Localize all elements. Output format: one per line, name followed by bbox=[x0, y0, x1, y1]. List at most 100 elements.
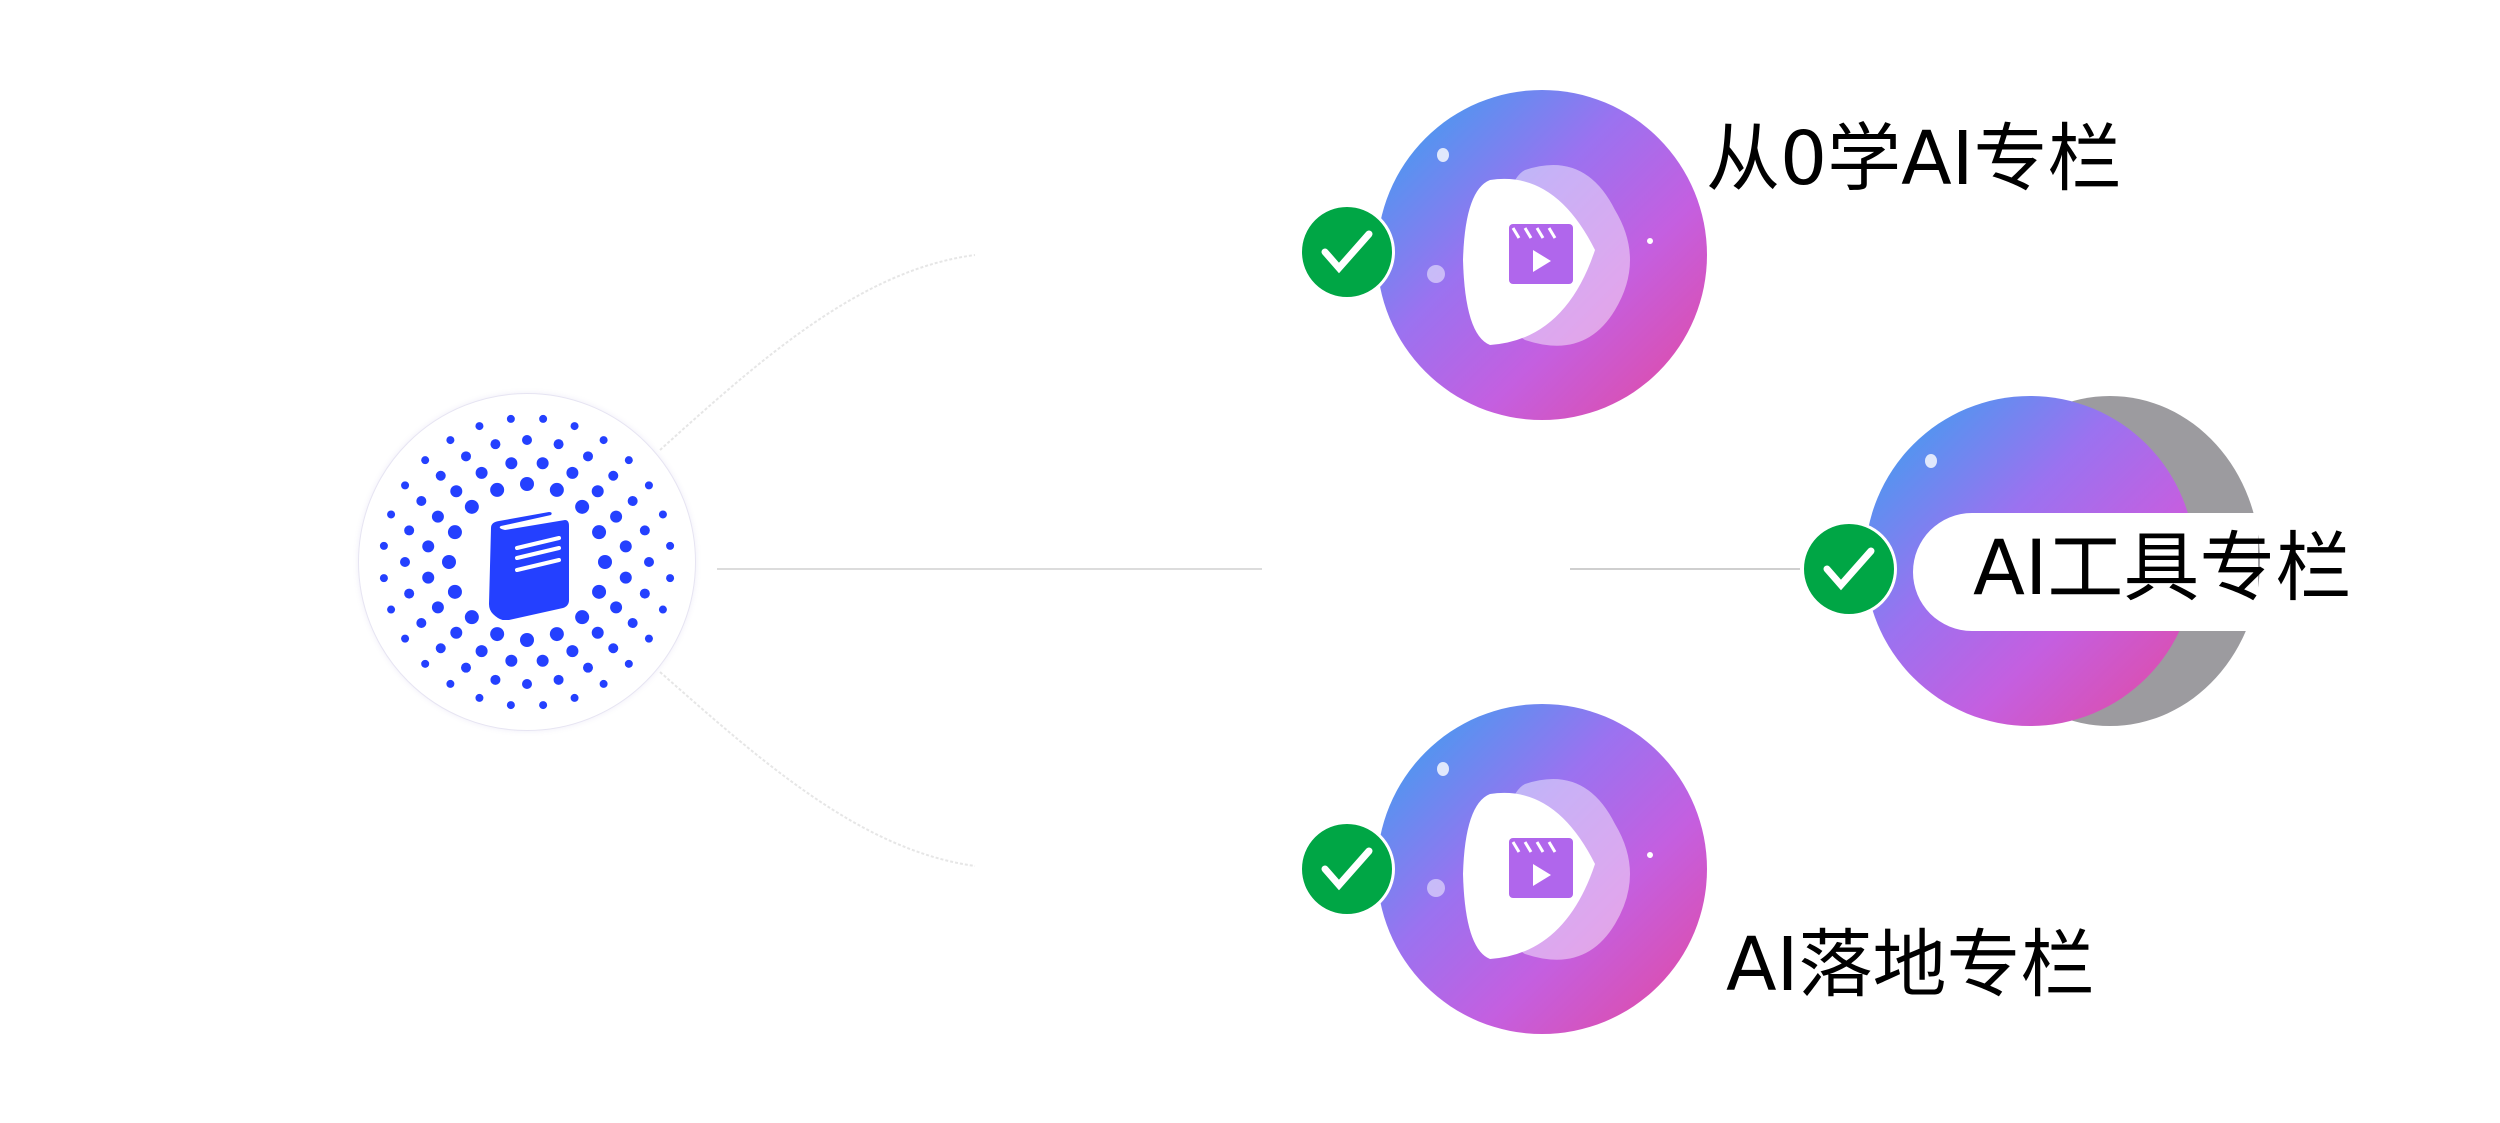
pattern-dot bbox=[608, 470, 619, 481]
connector-bottom bbox=[659, 671, 976, 867]
pattern-dot bbox=[461, 451, 471, 462]
pattern-dot bbox=[421, 659, 430, 668]
pattern-dot bbox=[658, 605, 667, 614]
pattern-dot bbox=[522, 435, 532, 445]
pattern-dot bbox=[592, 584, 607, 599]
pattern-dot bbox=[598, 555, 612, 569]
book-icon bbox=[489, 512, 569, 620]
video-clapper-icon bbox=[1509, 224, 1573, 284]
check-badge-3 bbox=[1299, 821, 1395, 917]
pattern-dot bbox=[475, 645, 488, 658]
pattern-dot bbox=[379, 541, 388, 550]
pattern-dot bbox=[422, 540, 435, 553]
pattern-dot bbox=[644, 634, 653, 643]
pattern-dot bbox=[619, 540, 632, 553]
connector-top bbox=[659, 254, 976, 451]
pattern-dot bbox=[666, 541, 675, 550]
node-label-3: AI落地专栏 bbox=[1726, 922, 2095, 1008]
checkmark-icon bbox=[1823, 547, 1875, 591]
pattern-dot bbox=[404, 588, 415, 599]
pattern-dot bbox=[549, 627, 564, 642]
pattern-dot bbox=[387, 510, 396, 519]
node-circle-1[interactable] bbox=[1377, 90, 1707, 420]
pattern-dot bbox=[416, 618, 427, 628]
pattern-dot bbox=[624, 659, 633, 668]
video-clapper-icon bbox=[1509, 838, 1573, 898]
pattern-dot bbox=[608, 643, 619, 654]
pattern-dot bbox=[401, 481, 410, 490]
pattern-dot bbox=[450, 485, 463, 498]
pattern-dot bbox=[570, 422, 579, 431]
pattern-dot bbox=[475, 466, 488, 479]
pattern-dot bbox=[450, 626, 463, 639]
pattern-dot bbox=[599, 436, 608, 445]
pattern-dot bbox=[490, 439, 501, 450]
pattern-dot bbox=[549, 482, 564, 497]
pattern-dot bbox=[599, 679, 608, 688]
pattern-dot bbox=[421, 456, 430, 465]
node-label-box-2 bbox=[1913, 513, 2258, 631]
pattern-dot bbox=[658, 510, 667, 519]
pattern-dot bbox=[446, 679, 455, 688]
pattern-dot bbox=[666, 574, 675, 583]
checkmark-icon bbox=[1321, 847, 1373, 891]
node-circle-3[interactable] bbox=[1377, 704, 1707, 1034]
pattern-dot bbox=[570, 693, 579, 702]
pattern-dot bbox=[536, 654, 549, 667]
pattern-dot bbox=[464, 499, 479, 514]
pattern-dot bbox=[435, 643, 446, 654]
node-label-2: AI工具专栏 bbox=[1973, 523, 2352, 612]
pattern-dot bbox=[624, 456, 633, 465]
pattern-dot bbox=[539, 701, 548, 710]
pattern-dot bbox=[575, 610, 590, 625]
pattern-dot bbox=[505, 654, 518, 667]
pattern-dot bbox=[506, 414, 515, 423]
pattern-dot bbox=[583, 451, 593, 462]
pattern-dot bbox=[475, 693, 484, 702]
pattern-dot bbox=[442, 555, 456, 569]
pattern-dot bbox=[431, 601, 444, 614]
pattern-dot bbox=[404, 525, 415, 536]
pattern-dot bbox=[464, 610, 479, 625]
pattern-dot bbox=[506, 701, 515, 710]
pattern-dot bbox=[435, 470, 446, 481]
pattern-dot bbox=[490, 627, 505, 642]
pattern-dot bbox=[566, 645, 579, 658]
pattern-dot bbox=[401, 634, 410, 643]
pattern-dot bbox=[553, 439, 564, 450]
pattern-dot bbox=[505, 457, 518, 470]
pattern-dot bbox=[639, 588, 650, 599]
pattern-dot bbox=[446, 436, 455, 445]
pattern-dot bbox=[416, 496, 427, 506]
pattern-dot bbox=[490, 482, 505, 497]
pattern-dot bbox=[627, 618, 638, 628]
pattern-dot bbox=[490, 674, 501, 685]
pattern-dot bbox=[400, 557, 410, 567]
pattern-dot bbox=[639, 525, 650, 536]
pattern-dot bbox=[387, 605, 396, 614]
pattern-dot bbox=[627, 496, 638, 506]
pattern-dot bbox=[619, 571, 632, 584]
pattern-dot bbox=[539, 414, 548, 423]
pattern-dot bbox=[379, 574, 388, 583]
node-label-1: 从0学AI专栏 bbox=[1706, 116, 2122, 202]
hub-node bbox=[358, 393, 696, 731]
pattern-dot bbox=[536, 457, 549, 470]
pattern-dot bbox=[431, 510, 444, 523]
pattern-dot bbox=[583, 662, 593, 673]
check-badge-1 bbox=[1299, 204, 1395, 300]
check-badge-2 bbox=[1801, 521, 1897, 617]
pattern-dot bbox=[461, 662, 471, 673]
pattern-dot bbox=[520, 477, 534, 491]
pattern-dot bbox=[522, 679, 532, 689]
dot-ring-pattern bbox=[379, 414, 675, 710]
pattern-dot bbox=[644, 557, 654, 567]
pattern-dot bbox=[644, 481, 653, 490]
pattern-dot bbox=[520, 633, 534, 647]
pattern-dot bbox=[447, 584, 462, 599]
pattern-dot bbox=[447, 525, 462, 540]
pattern-dot bbox=[575, 499, 590, 514]
checkmark-icon bbox=[1321, 230, 1373, 274]
pattern-dot bbox=[553, 674, 564, 685]
